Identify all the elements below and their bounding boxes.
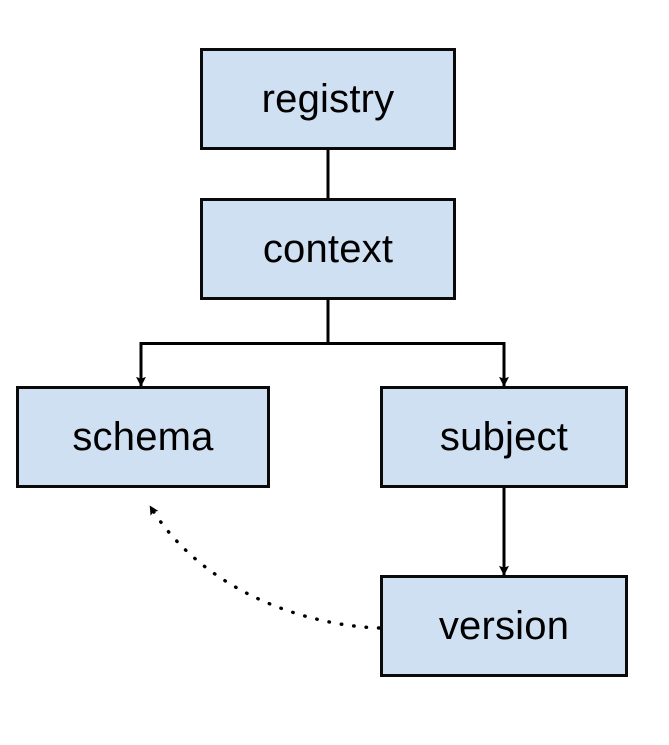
node-registry-label: registry	[261, 77, 395, 121]
node-version[interactable]: version	[380, 575, 628, 677]
node-subject-label: subject	[439, 415, 569, 459]
node-version-label: version	[438, 604, 570, 648]
node-schema-label: schema	[72, 415, 214, 459]
node-registry[interactable]: registry	[200, 48, 456, 150]
node-subject[interactable]: subject	[380, 386, 628, 488]
node-context[interactable]: context	[200, 198, 456, 300]
node-context-label: context	[262, 227, 394, 271]
node-schema[interactable]: schema	[16, 386, 270, 488]
